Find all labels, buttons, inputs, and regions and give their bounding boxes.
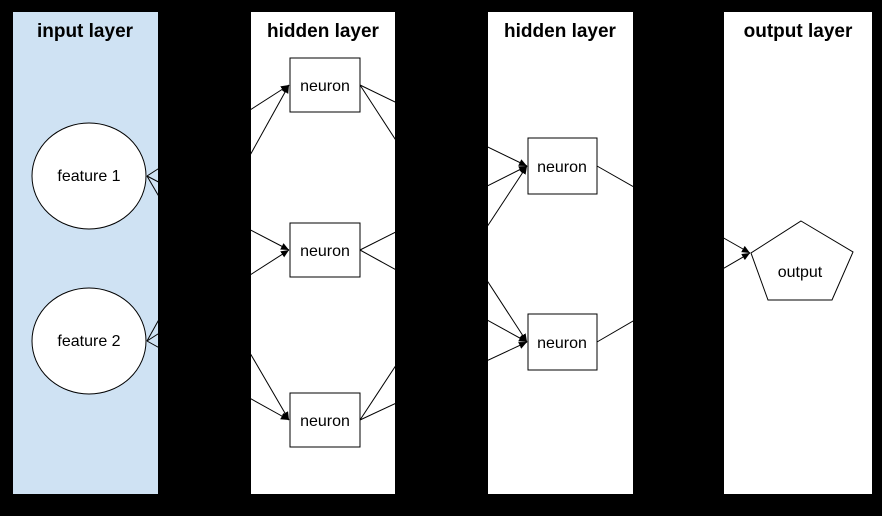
edge-f1-h1n3 — [146, 175, 290, 421]
node-label-hidden1-neuron-2: neuron — [300, 243, 350, 260]
panel-input-layer — [13, 12, 158, 494]
hidden-layer-1-title: hidden layer — [267, 21, 380, 42]
edge-f1-h1n1 — [146, 84, 290, 177]
node-label-feature-1: feature 1 — [57, 168, 120, 185]
node-label-hidden1-neuron-1: neuron — [300, 78, 350, 95]
node-label-hidden2-neuron-2: neuron — [537, 335, 587, 352]
edge-h1n2-h2n2 — [359, 249, 528, 343]
edge-h1n3-h2n1 — [359, 165, 528, 421]
edge-f2-h1n2 — [146, 249, 290, 342]
node-hidden2-neuron-2 — [527, 313, 598, 371]
edge-h1n1-h2n2 — [359, 84, 528, 343]
node-hidden1-neuron-2 — [289, 222, 361, 278]
hidden-layer-2-title: hidden layer — [504, 21, 617, 42]
node-feature-1 — [31, 122, 147, 230]
input-layer-title: input layer — [37, 21, 134, 42]
node-hidden1-neuron-3 — [289, 392, 361, 448]
edge-f2-h1n3 — [146, 340, 290, 421]
edge-h2n1-out — [596, 165, 751, 254]
edge-h1n1-h2n1 — [359, 84, 528, 167]
node-label-feature-2: feature 2 — [57, 333, 120, 350]
node-hidden2-neuron-1 — [527, 137, 598, 195]
edge-h1n3-h2n2 — [359, 341, 528, 421]
edge-h2n2-out — [596, 252, 751, 343]
panel-hidden-layer-2 — [488, 12, 633, 494]
node-feature-2 — [31, 287, 147, 395]
edge-h1n2-h2n1 — [359, 165, 528, 251]
output-layer-title: output layer — [744, 21, 853, 42]
node-label-hidden2-neuron-1: neuron — [537, 159, 587, 176]
node-output — [750, 220, 854, 301]
edge-f2-h1n1 — [146, 84, 290, 342]
node-label-output: output — [778, 264, 823, 281]
node-label-hidden1-neuron-3: neuron — [300, 413, 350, 430]
node-hidden1-neuron-1 — [289, 57, 361, 113]
